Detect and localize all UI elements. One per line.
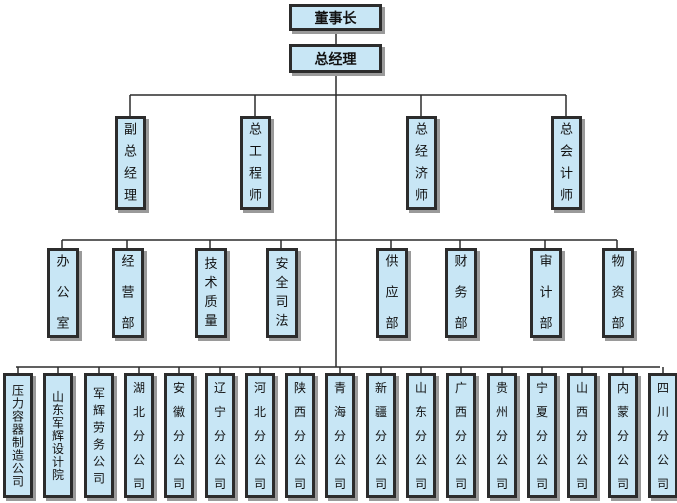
level3-box-1: 办公室 xyxy=(47,248,79,338)
level3-box-8-label: 物资部 xyxy=(611,254,625,332)
level3-box-6: 财务部 xyxy=(445,248,477,338)
level2-box-4-label: 总会计师 xyxy=(559,122,573,204)
level4-box-2-label: 山东军辉设计院 xyxy=(51,389,64,482)
level4-box-7-label: 河北分公司 xyxy=(253,380,266,491)
level4-box-1-label: 压力容器制造公司 xyxy=(11,383,24,488)
level3-box-5-label: 供应部 xyxy=(385,254,399,332)
level2-box-3: 总经济师 xyxy=(406,116,437,210)
level4-box-1: 压力容器制造公司 xyxy=(3,373,33,498)
general-manager-label: 总经理 xyxy=(314,51,357,68)
level2-box-1: 副总经理 xyxy=(115,116,146,210)
level3-box-2: 经营部 xyxy=(112,248,144,338)
level3-box-7-label: 审计部 xyxy=(539,254,553,332)
level4-box-8: 陕西分公司 xyxy=(285,373,315,498)
level4-box-4-label: 湖北分公司 xyxy=(132,380,145,491)
level2-box-2: 总工程师 xyxy=(240,116,271,210)
level4-box-8-label: 陕西分公司 xyxy=(293,380,306,491)
level4-box-15-label: 山西分公司 xyxy=(575,380,588,491)
level3-box-2-label: 经营部 xyxy=(121,254,135,332)
level4-box-2: 山东军辉设计院 xyxy=(43,373,73,498)
level4-box-12-label: 广西分公司 xyxy=(454,380,467,491)
chairman-box: 董事长 xyxy=(289,4,382,31)
level3-box-7: 审计部 xyxy=(530,248,562,338)
level3-box-8: 物资部 xyxy=(602,248,634,338)
level2-box-4: 总会计师 xyxy=(551,116,582,210)
level4-box-9-label: 青海分公司 xyxy=(333,380,346,491)
level2-box-2-label: 总工程师 xyxy=(248,122,262,204)
level4-box-3-label: 军辉劳务公司 xyxy=(92,386,105,485)
level3-box-1-label: 办公室 xyxy=(56,254,70,332)
level3-box-4-label: 安全司法 xyxy=(275,257,289,329)
level4-box-4: 湖北分公司 xyxy=(124,373,154,498)
level4-box-16: 内蒙分公司 xyxy=(608,373,638,498)
level3-box-5: 供应部 xyxy=(376,248,408,338)
level4-box-10: 新疆分公司 xyxy=(366,373,396,498)
level4-box-7: 河北分公司 xyxy=(245,373,275,498)
level3-box-4: 安全司法 xyxy=(266,248,298,338)
level4-box-14-label: 宁夏分公司 xyxy=(535,380,548,491)
level4-box-17-label: 四川分公司 xyxy=(656,380,669,491)
level4-box-13-label: 贵州分公司 xyxy=(495,380,508,491)
level4-box-14: 宁夏分公司 xyxy=(527,373,557,498)
level3-box-6-label: 财务部 xyxy=(454,254,468,332)
level3-box-3-label: 技术质量 xyxy=(204,257,218,329)
level4-box-5-label: 安徽分公司 xyxy=(172,380,185,491)
level4-box-9: 青海分公司 xyxy=(325,373,355,498)
level4-box-11: 山东分公司 xyxy=(406,373,436,498)
level4-box-13: 贵州分公司 xyxy=(487,373,517,498)
level4-box-10-label: 新疆分公司 xyxy=(374,380,387,491)
level4-box-11-label: 山东分公司 xyxy=(414,380,427,491)
level4-box-6: 辽宁分公司 xyxy=(205,373,235,498)
general-manager-box: 总经理 xyxy=(289,44,382,73)
level2-box-1-label: 副总经理 xyxy=(123,122,137,204)
level4-box-3: 军辉劳务公司 xyxy=(84,373,114,498)
chairman-label: 董事长 xyxy=(314,10,357,27)
level4-box-12: 广西分公司 xyxy=(446,373,476,498)
level2-box-3-label: 总经济师 xyxy=(414,122,428,204)
level4-box-5: 安徽分公司 xyxy=(164,373,194,498)
level4-box-16-label: 内蒙分公司 xyxy=(616,380,629,491)
level4-box-6-label: 辽宁分公司 xyxy=(213,380,226,491)
level4-box-17: 四川分公司 xyxy=(648,373,677,498)
level3-box-3: 技术质量 xyxy=(195,248,227,338)
level4-box-15: 山西分公司 xyxy=(567,373,597,498)
